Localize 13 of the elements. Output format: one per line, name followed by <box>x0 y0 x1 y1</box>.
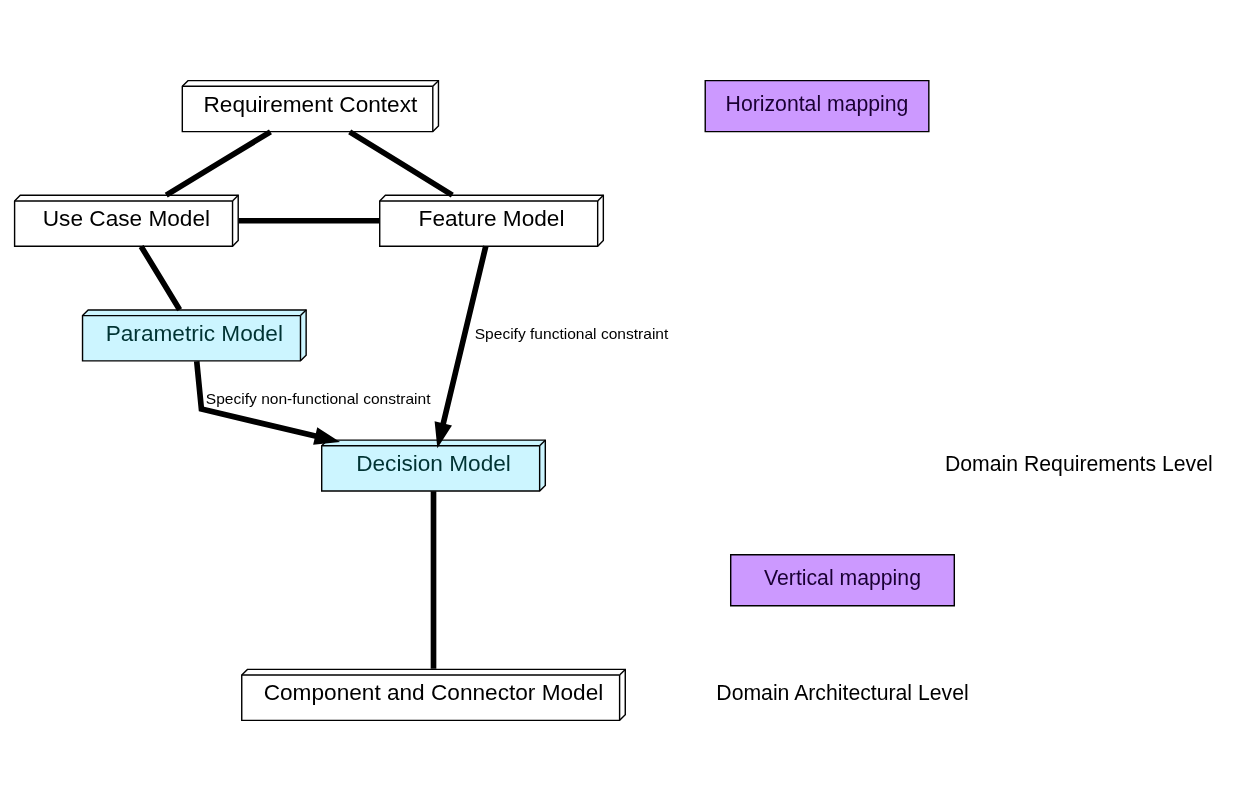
connector <box>430 491 437 669</box>
node-box: Vertical mapping <box>730 554 955 607</box>
edge-label: Specify functional constraint <box>474 325 669 343</box>
connector <box>164 129 272 198</box>
connector <box>348 129 454 198</box>
edge-label: Specify non-functional constraint <box>205 390 431 408</box>
connector <box>138 244 183 312</box>
arrow <box>434 245 489 449</box>
label: Domain Architectural Level <box>716 680 969 704</box>
node-box: Horizontal mapping <box>704 79 930 133</box>
label: Domain Requirements Level <box>944 451 1213 475</box>
arrow <box>193 361 341 445</box>
connector <box>238 217 380 224</box>
